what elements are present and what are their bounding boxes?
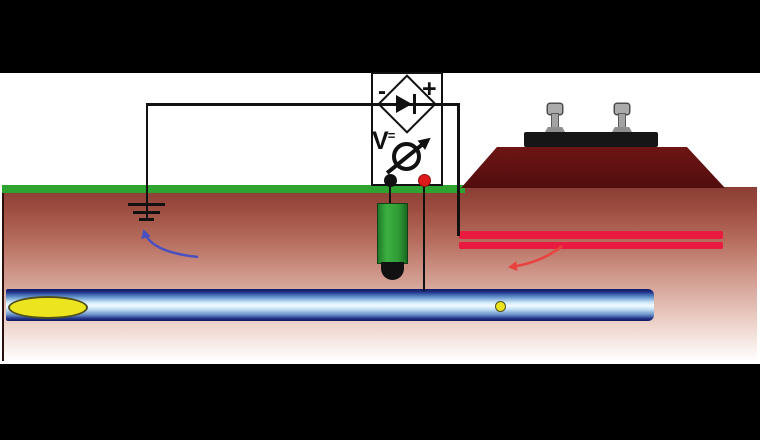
rail-profile-left-icon <box>545 104 565 132</box>
rail-conductor-bar-top <box>459 231 723 239</box>
grass-surface-strip <box>2 185 465 193</box>
rail-head <box>548 104 562 114</box>
buried-pipeline <box>6 289 654 321</box>
voltmeter-icon <box>392 142 421 171</box>
railway-embankment <box>461 147 725 188</box>
pipeline-coating-defect-large <box>8 296 88 319</box>
wire-to-ground <box>145 103 148 221</box>
railway-sleeper <box>524 132 658 147</box>
polarity-positive-label: + <box>422 75 437 103</box>
rail-head <box>615 104 629 114</box>
pipeline-coating-defect-small <box>495 301 506 312</box>
voltmeter-letter: V <box>372 127 389 155</box>
reference-electrode-tip <box>381 262 404 280</box>
polarity-negative-label: - <box>378 78 386 105</box>
rail-profile-right-icon <box>612 104 632 132</box>
diode-icon <box>396 95 412 113</box>
terminal-negative <box>383 173 397 187</box>
rail-web <box>619 114 625 127</box>
wire-to-rail-conductor <box>457 103 460 236</box>
wire-to-pipeline <box>422 186 425 291</box>
rail-foot <box>612 127 632 132</box>
reference-electrode <box>377 203 408 264</box>
voltmeter-dc-superscript: = <box>387 128 396 143</box>
rail-conductor-bar-bottom <box>459 242 723 249</box>
diode-cathode-bar <box>412 94 416 114</box>
wire-to-electrode <box>388 186 391 203</box>
rail-foot <box>545 127 565 132</box>
rail-web <box>552 114 558 127</box>
terminal-positive <box>417 173 431 187</box>
wire-horizontal-main <box>146 103 460 106</box>
voltmeter-label: V= <box>372 129 396 154</box>
